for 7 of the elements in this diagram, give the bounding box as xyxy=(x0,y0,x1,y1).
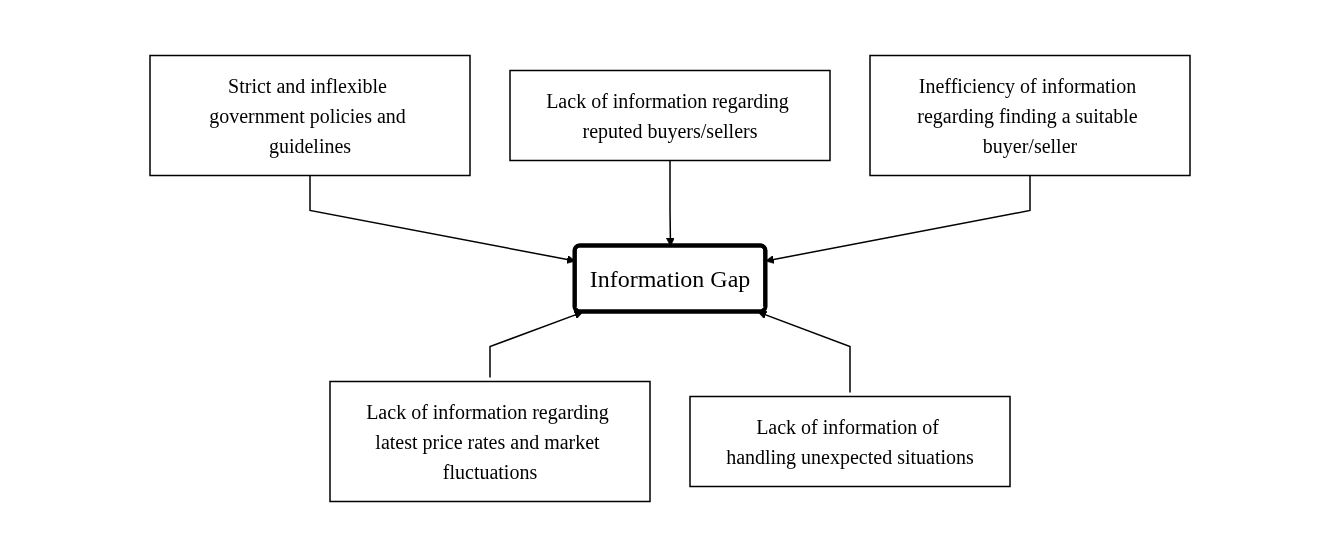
node-box: Inefficiency of information regarding finding a suitable buyer/seller xyxy=(869,54,1191,177)
node-box: Lack of information of handling unexpected situations xyxy=(689,395,1011,488)
node-box: Strict and inflexible government policies and guidelines xyxy=(149,54,471,177)
arrow xyxy=(489,310,584,379)
node-box: Lack of information regarding latest price rates and market fluctuations xyxy=(329,380,651,503)
arrow xyxy=(757,310,851,394)
node-box: Lack of information regarding reputed buyers/sellers xyxy=(509,69,831,162)
